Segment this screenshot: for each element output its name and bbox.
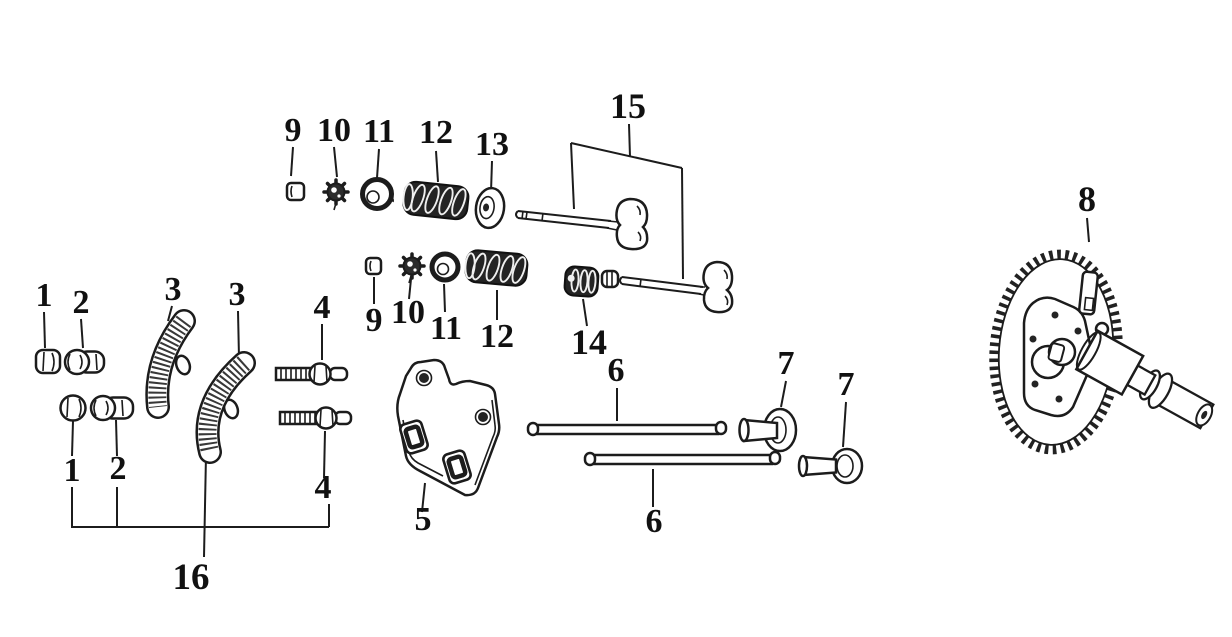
rocker-pivot-bottom [89, 394, 135, 422]
valve-spring-inner [563, 265, 600, 298]
rocker-pivot-top [63, 348, 106, 376]
valve-adjusting-nut [59, 394, 87, 422]
part-label-4: 4 [315, 469, 332, 506]
leader-lines [43, 123, 1090, 558]
lock-nut [322, 178, 350, 211]
valve-spring [464, 249, 529, 287]
part-label-7: 7 [838, 366, 855, 403]
part-label-15: 15 [610, 86, 646, 126]
part-label-6: 6 [646, 503, 663, 540]
spring-seat [474, 186, 506, 230]
part-label-3: 3 [165, 271, 182, 308]
part-label-6: 6 [608, 352, 625, 389]
part-label-16: 16 [173, 557, 210, 598]
part-label-8: 8 [1078, 179, 1096, 219]
part-label-12: 12 [480, 318, 514, 355]
valve [515, 197, 649, 251]
spring-retainer [360, 177, 394, 211]
valve-adjusting-nut [34, 348, 62, 375]
adjusting-screw [274, 362, 349, 386]
part-label-14: 14 [571, 322, 607, 362]
part-label-9: 9 [366, 302, 383, 339]
valve [600, 260, 734, 314]
part-label-11: 11 [430, 310, 462, 347]
part-label-9: 9 [285, 112, 302, 149]
part-label-13: 13 [475, 126, 509, 163]
spring-retainer [429, 251, 461, 283]
guide-plate [396, 358, 501, 497]
push-rod [526, 420, 728, 437]
part-label-4: 4 [314, 289, 331, 326]
part-label-2: 2 [110, 450, 127, 487]
part-label-1: 1 [36, 277, 53, 314]
valve-lifter [738, 407, 798, 453]
camshaft [989, 249, 1215, 455]
valve-spring [402, 180, 470, 221]
valve-nut [364, 256, 383, 276]
part-label-10: 10 [391, 294, 425, 331]
part-label-3: 3 [229, 276, 246, 313]
adjusting-screw [278, 406, 353, 430]
push-rod [583, 450, 782, 467]
part-label-12: 12 [419, 114, 453, 151]
part-label-5: 5 [415, 501, 432, 538]
part-label-11: 11 [363, 113, 395, 150]
part-label-7: 7 [778, 345, 795, 382]
rocker-arm [145, 309, 196, 419]
part-label-10: 10 [317, 112, 351, 149]
rocker-arm [195, 351, 256, 464]
valve-nut [285, 181, 306, 202]
valve-lifter [797, 447, 864, 485]
lock-nut [398, 252, 426, 284]
part-label-2: 2 [73, 284, 90, 321]
part-label-1: 1 [64, 452, 81, 489]
